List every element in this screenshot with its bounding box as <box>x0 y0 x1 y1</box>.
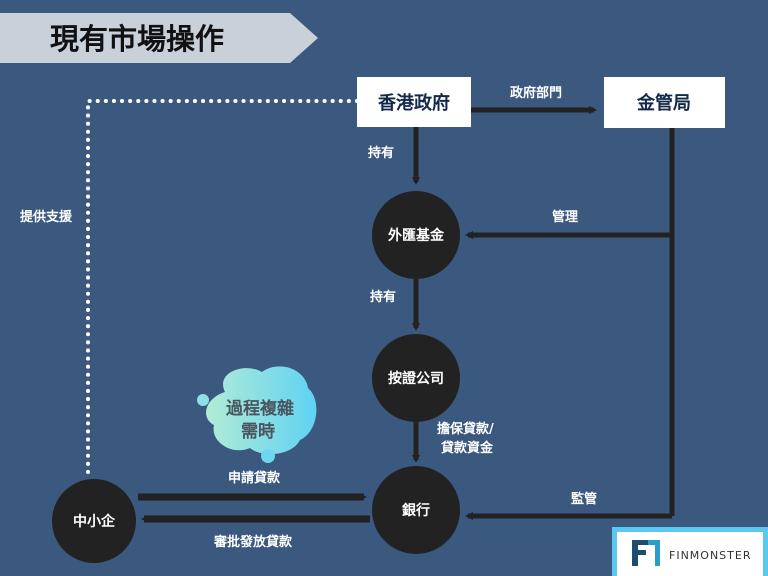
support-label: 提供支援 <box>20 209 73 225</box>
svg-text:金管局: 金管局 <box>636 92 691 114</box>
page-title: 現有市場操作 <box>50 22 224 56</box>
supervise-label: 監管 <box>571 491 597 507</box>
approve-loan-label: 審批發放貸款 <box>213 534 293 550</box>
svg-text:需時: 需時 <box>241 421 275 442</box>
complexity-callout: 過程複雜 需時 <box>197 366 317 463</box>
title-banner: 現有市場操作 <box>0 13 318 63</box>
svg-text:中小企: 中小企 <box>73 513 116 530</box>
guarantee-label-1: 擔保貸款/ <box>437 421 494 437</box>
finmonster-logo: FINMONSTER <box>612 527 768 576</box>
hkmc-node: 按證公司 <box>372 334 460 422</box>
svg-text:香港政府: 香港政府 <box>377 92 450 114</box>
hkma-node: 金管局 <box>604 77 725 128</box>
exchange-fund-node: 外匯基金 <box>372 191 460 279</box>
hk-gov-node: 香港政府 <box>357 77 471 127</box>
sme-node: 中小企 <box>52 479 136 563</box>
bank-node: 銀行 <box>372 466 460 554</box>
guarantee-label-2: 貸款資金 <box>441 440 494 456</box>
svg-text:FINMONSTER: FINMONSTER <box>669 549 751 562</box>
support-dotted-line <box>86 99 359 474</box>
hold-label-1: 持有 <box>368 145 394 161</box>
hold-label-2: 持有 <box>370 289 396 305</box>
svg-text:外匯基金: 外匯基金 <box>388 227 445 244</box>
svg-text:按證公司: 按證公司 <box>388 370 444 387</box>
svg-text:過程複雜: 過程複雜 <box>226 398 294 419</box>
manage-label: 管理 <box>552 209 578 225</box>
apply-loan-label: 申請貸款 <box>228 470 281 486</box>
gov-dept-label: 政府部門 <box>510 85 562 101</box>
svg-text:銀行: 銀行 <box>402 502 430 519</box>
